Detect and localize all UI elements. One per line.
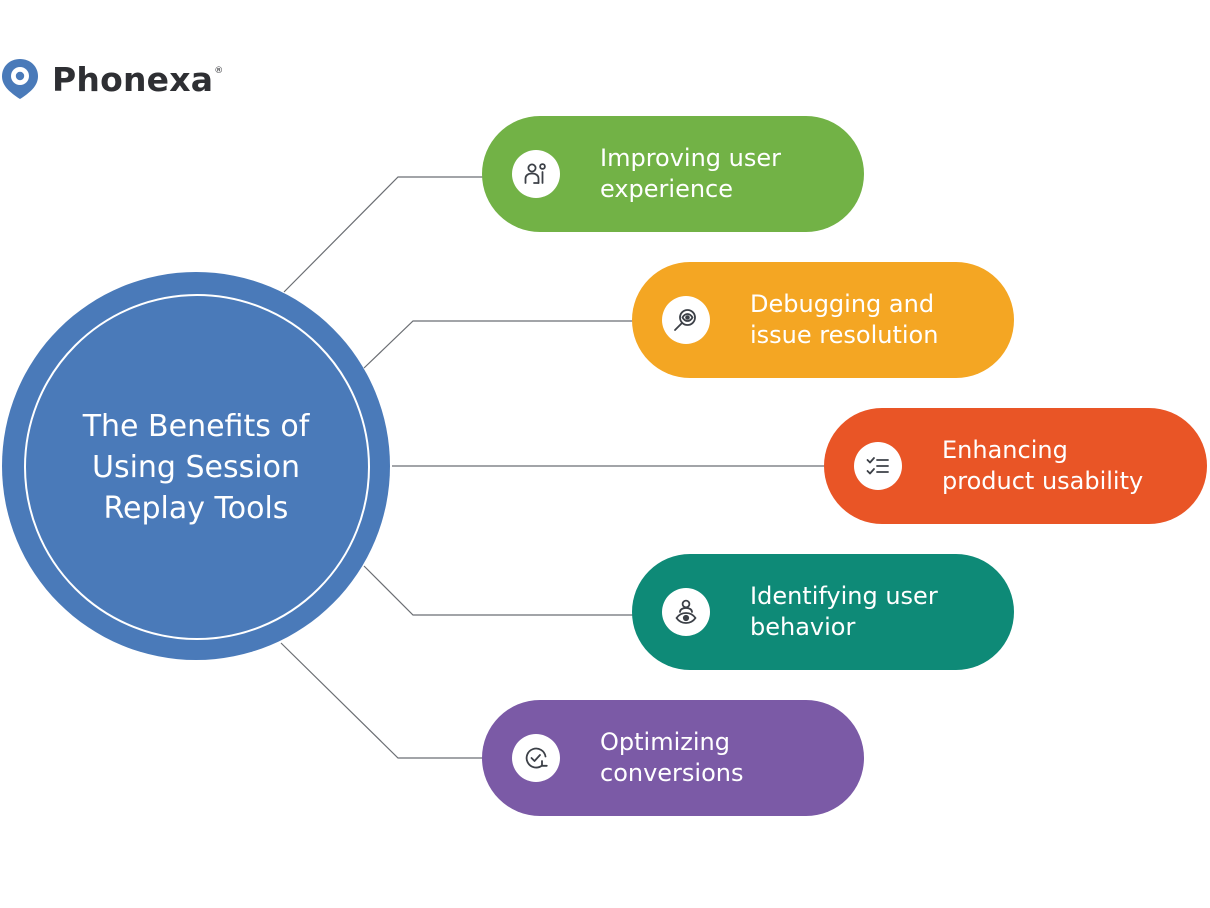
hub-title-line-3: Replay Tools [103,491,289,526]
hub-title-line-2: Using Session [92,450,300,485]
checklist-icon [866,457,889,475]
benefit-icon-badge [512,734,560,782]
search-eye-icon [674,309,696,331]
benefit-icon-badge [662,588,710,636]
benefit-label-line-1: Optimizing [600,728,730,756]
brand-logo: Phonexa ® [0,56,223,102]
benefit-icon-badge [512,150,560,198]
benefit-label-line-1: Identifying user [750,582,938,610]
hub-circle: The Benefits of Using Session Replay Too… [2,272,390,660]
benefit-label-line-1: Improving user [600,144,782,172]
connector-5 [280,642,484,759]
users-icon [524,163,546,184]
hub-title: The Benefits of Using Session Replay Too… [52,406,340,529]
brand-name: Phonexa [52,59,214,99]
benefit-pill-optimizing-conversions: Optimizing conversions [482,700,864,816]
benefit-label-line-1: Debugging and [750,290,935,318]
benefit-icon-badge [662,296,710,344]
benefit-label-line-1: Enhancing [942,436,1068,464]
benefit-label: Improving user experience [600,143,781,205]
benefit-label-line-2: issue resolution [750,321,939,349]
benefit-label-line-2: conversions [600,759,744,787]
connector-4 [363,565,634,616]
benefit-label: Optimizing conversions [600,727,744,789]
connector-1 [283,176,484,293]
location-pin-logo-icon [2,59,38,99]
benefit-label-line-2: behavior [750,613,856,641]
benefit-pill-improving-user-experience: Improving user experience [482,116,864,232]
hub-title-line-1: The Benefits of [82,409,310,444]
benefit-pill-identifying-user-behavior: Identifying user behavior [632,554,1014,670]
connector-2 [363,320,634,369]
benefit-label: Identifying user behavior [750,581,938,643]
refresh-check-icon [525,747,548,769]
benefit-pill-enhancing-product-usability: Enhancing product usability [824,408,1207,524]
benefit-icon-badge [854,442,902,490]
benefit-label: Enhancing product usability [942,435,1143,497]
benefit-label-line-2: experience [600,175,734,203]
benefit-pill-debugging-issue-resolution: Debugging and issue resolution [632,262,1014,378]
registered-mark: ® [214,66,224,76]
hub-inner-ring [24,294,370,640]
benefit-label-line-2: product usability [942,467,1144,495]
benefit-label: Debugging and issue resolution [750,289,938,351]
user-eye-icon [675,599,697,624]
